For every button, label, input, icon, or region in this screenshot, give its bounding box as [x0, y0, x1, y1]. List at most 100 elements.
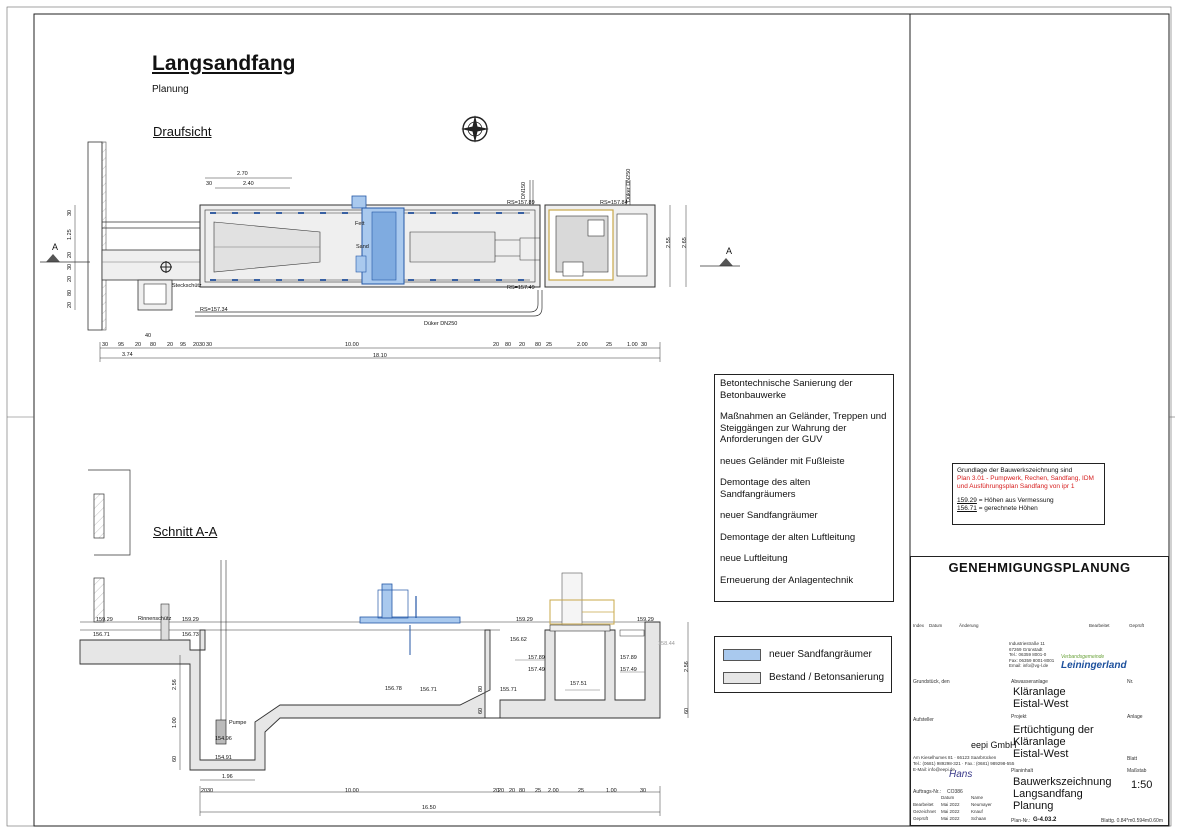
elevation-label: 157.49	[528, 667, 545, 673]
section-view-title: Schnitt A-A	[153, 524, 218, 539]
staff-row: Geprüft Mai 2022 Schaan	[911, 816, 1009, 823]
rev-col: Datum	[929, 623, 943, 628]
address-line: Tel.: (0681) 989298-321 · Fax.: (0681) 9…	[913, 761, 1015, 766]
dim-label: 1.00	[627, 342, 638, 348]
dim-label: 20	[193, 342, 200, 348]
dim-label: 1.25	[67, 229, 73, 240]
field-label: Anlage	[1127, 714, 1143, 720]
dim-label: 2.56	[172, 679, 178, 690]
rev-col: Änderung	[959, 623, 979, 628]
elevation-label: 159.29	[96, 617, 113, 623]
field-label: Aufsteller	[913, 717, 934, 723]
staff-cell: Mai 2022	[941, 802, 960, 807]
dim-label: 25	[546, 342, 553, 348]
elevation-label: 154.96	[215, 736, 232, 742]
elevation-label: 159.29	[637, 617, 654, 623]
height-meaning: = gerechnete Höhen	[976, 505, 1038, 512]
logo-subtitle: Verbandsgemeinde	[1061, 654, 1105, 660]
dim-label: 80	[519, 788, 526, 794]
dim-label: 40	[145, 333, 152, 339]
dim-label: 20	[509, 788, 516, 794]
order-number: CO386	[947, 789, 963, 795]
staff-header: Datum Name	[911, 795, 1009, 802]
height-meaning: = Höhen aus Vermessung	[976, 497, 1054, 504]
elevation-label: 156.62	[510, 637, 527, 643]
staff-cell: Geprüft	[913, 816, 929, 821]
drawing-title: Langsandfang	[152, 52, 296, 75]
section-marker-left: A	[52, 242, 59, 252]
field-label: Plan-Nr.:	[1011, 818, 1031, 824]
rev-col: Geprüft	[1129, 623, 1145, 628]
staff-cell: Schaan	[971, 816, 987, 821]
staff-cell: Mai 2022	[941, 816, 960, 821]
dim-label: 2.00	[577, 342, 588, 348]
dim-label: 80	[150, 342, 157, 348]
dim-label: 30	[641, 342, 648, 348]
rev-col: Index	[913, 623, 925, 628]
note-item: neuer Sandfangräumer	[720, 510, 818, 521]
scale: 1:50	[1131, 779, 1153, 791]
sheet-inner-frame	[33, 13, 1170, 827]
field-label: Maßstab	[1127, 768, 1147, 774]
dim-label: 60	[684, 707, 690, 714]
dim-label: 30	[67, 209, 73, 216]
elevation-label: 157.51	[570, 681, 587, 687]
pipe-label: Düker DN250	[424, 321, 458, 327]
height-value: 156.71	[957, 505, 977, 512]
dim-label: 80	[505, 342, 512, 348]
dim-label: 80	[478, 685, 484, 692]
plan-content: Bauwerkszeichnung	[1013, 776, 1112, 788]
elevation-label: 156.73	[182, 632, 199, 638]
component-label: Rinnenschütz	[138, 616, 172, 622]
dim-label: 20	[167, 342, 174, 348]
dim-label: 80	[67, 289, 73, 296]
note-item: Demontage des alten Sandfangräumers	[720, 477, 811, 500]
pipe-label: DN150	[521, 181, 527, 199]
dim-label: 1.96	[222, 774, 233, 780]
plan-view-title: Draufsicht	[153, 124, 212, 139]
project-title: Kläranlage	[1013, 736, 1066, 748]
elevation-label: 158.44	[658, 641, 675, 647]
dim-label: 30	[67, 263, 73, 270]
project-title: Ertüchtigung der	[1013, 724, 1094, 736]
legend-label: neuer Sandfangräumer	[769, 649, 872, 660]
dim-label: 60	[172, 755, 178, 762]
elevation-label: RS=157.34	[200, 307, 228, 313]
elevation-label: 157.89	[620, 655, 637, 661]
elevation-label: 159.29	[182, 617, 199, 623]
dim-label: 60	[478, 707, 484, 714]
plan-view	[40, 141, 740, 362]
dim-label: 95	[180, 342, 187, 348]
address-line: Tel.: 06359 8001-0	[1009, 652, 1047, 657]
height-legend-calculated: 156.71 = gerechnete Höhen	[957, 505, 1100, 513]
height-legend-measured: 159.29 = Höhen aus Vermessung	[957, 497, 1100, 505]
staff-cell: Bearbeitet	[913, 802, 934, 807]
dim-label: 10.00	[345, 342, 359, 348]
elevation-label: 157.49	[620, 667, 637, 673]
elevation-label: 156.71	[93, 632, 110, 638]
address-line: Am Kieselhumes 81 · 66123 Saarbrücken	[913, 755, 997, 760]
title-block: GENEHMIGUNGSPLANUNG Index Datum Änderung…	[910, 556, 1169, 826]
field-label: Planinhalt	[1011, 768, 1033, 774]
plan-content: Planung	[1013, 800, 1054, 812]
note-item: Demontage der alten Luftleitung	[720, 531, 856, 543]
elevation-label: 157.89	[528, 655, 545, 661]
component-label: Steckschütz	[172, 283, 202, 289]
dim-label: 30	[206, 342, 213, 348]
elevation-label: 156.71	[420, 687, 437, 693]
field-label: Grundstück, den	[913, 679, 950, 685]
dim-label: 20	[67, 251, 73, 258]
dim-label: 2.65	[682, 237, 688, 248]
dim-label: 25	[535, 788, 542, 794]
legend: neuer Sandfangräumer Bestand / Betonsani…	[714, 636, 892, 693]
dim-label: 20	[67, 275, 73, 282]
dim-label: 20	[493, 342, 500, 348]
staff-cell: Neumayer	[971, 802, 992, 807]
note-item: neues Geländer mit Fußleiste	[720, 455, 845, 467]
basis-note-box: Grundlage der Bauwerkszeichnung sind Pla…	[952, 463, 1105, 525]
pipe-label: Düker DN250	[626, 168, 632, 202]
elevation-label: 154.91	[215, 755, 232, 761]
component-label: Sand	[356, 244, 369, 250]
dim-label: 25	[606, 342, 613, 348]
rev-col: Bearbeitet	[1089, 623, 1110, 628]
